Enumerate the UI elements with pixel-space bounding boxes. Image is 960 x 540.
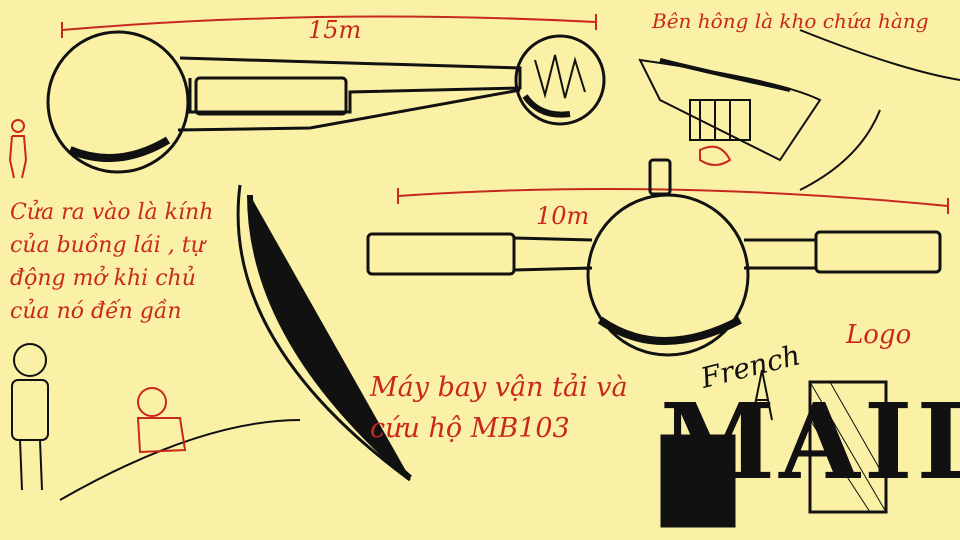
- dimension-15m-label: 15m: [308, 16, 362, 44]
- door-note: Cửa ra vào là kính của buồng lái , tự độ…: [10, 200, 214, 324]
- dimension-line-10m: [397, 187, 949, 214]
- logo-big-text: MAIL: [660, 380, 960, 503]
- logo-mark: [660, 369, 888, 528]
- curved-panel-sketch: [59, 184, 412, 501]
- aircraft-top-view: [46, 30, 606, 174]
- logo-label: Logo: [846, 320, 912, 350]
- cargo-side-sketch: [638, 29, 960, 191]
- character-sketches: [11, 343, 187, 491]
- aircraft-front-view: [366, 158, 942, 357]
- dimension-10m-label: 10m: [536, 202, 590, 230]
- dimension-line-15m: [61, 14, 597, 38]
- aircraft-name: Máy bay vận tải và cứu hộ MB103: [370, 372, 628, 444]
- side-storage-note: Bên hông là kho chứa hàng: [652, 9, 929, 33]
- scale-figure: [8, 119, 28, 179]
